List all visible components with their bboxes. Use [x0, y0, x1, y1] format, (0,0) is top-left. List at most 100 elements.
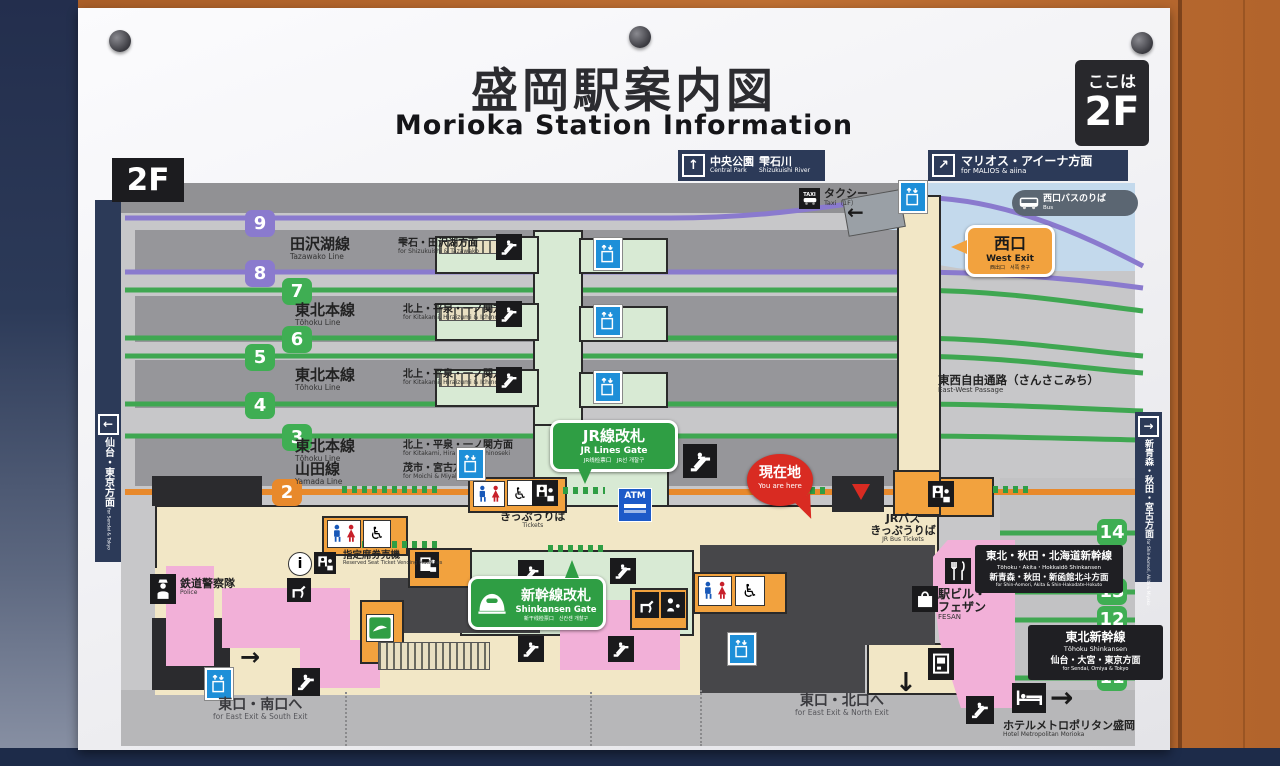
kiosk-icon	[928, 648, 954, 680]
elevator-icon	[594, 371, 622, 403]
map-floor-label: 2F	[112, 158, 184, 202]
restaurant-icon	[945, 558, 971, 584]
taxi-icon: TAXI	[799, 188, 820, 209]
shinkansen-info-box-south: 東北新幹線 Tōhoku Shinkansen 仙台・大宮・東京方面 for S…	[1028, 625, 1163, 680]
station-map: 2F ↑ 中央公園 Central Park 雫石川 Shizukuishi R…	[95, 148, 1163, 746]
platform-9-access-east	[579, 238, 668, 274]
escalator-icon	[496, 234, 522, 260]
elevator-icon	[728, 633, 756, 665]
elevator-icon	[899, 181, 927, 213]
wheelchair-icon: ♿	[735, 576, 765, 606]
escalator-icon	[610, 558, 636, 584]
shopping-icon	[912, 586, 938, 612]
bus-icon	[1019, 197, 1039, 210]
hotel-label: ホテルメトロポリタン盛岡 Hotel Metropolitan Morioka	[1003, 719, 1135, 739]
water-fountain-icon	[287, 578, 311, 602]
elevator-icon	[205, 668, 233, 700]
ticket-office-icon	[314, 552, 336, 574]
tohoku-line-destination-3: 北上・平泉・一ノ関方面 for Kitakami, Hiraizumi & Ic…	[403, 440, 513, 457]
east-north-exit-label: 東口・北口へ for East Exit & North Exit	[795, 693, 889, 718]
right-arrow-icon: →	[1138, 416, 1159, 437]
shinkansen-train-icon	[478, 593, 506, 614]
platform-access-corridor	[533, 230, 583, 430]
platform-5-access-east	[579, 372, 668, 408]
escalator-icon	[683, 444, 717, 478]
shinkansen-ticket-gates	[548, 545, 608, 552]
wheelchair-icon: ♿	[507, 480, 533, 506]
malios-aiina-sign: ↗ マリオス・アイーナ方面 for MALIOS & aiina	[928, 150, 1128, 181]
you-are-here-marker	[852, 484, 870, 500]
back-of-house-block-south	[700, 645, 865, 693]
restroom-icon	[327, 520, 361, 548]
shinkansen-info-box-north: 東北・秋田・北海道新幹線 Tōhoku・Akita・Hokkaidō Shink…	[975, 545, 1123, 593]
information-icon: i	[288, 552, 312, 576]
water-fountain-icon	[635, 592, 659, 618]
escalator-icon	[496, 367, 522, 393]
tohoku-line-name-1: 東北本線 Tōhoku Line	[295, 301, 356, 327]
shop-block-west	[152, 476, 262, 506]
jr-lines-gate-bubble: JR線改札 JR Lines Gate JR线检票口 JR선 개찰구	[550, 420, 678, 472]
wall-left-panel	[0, 0, 78, 766]
elevator-icon	[594, 238, 622, 270]
sendai-tokyo-direction-sign: ← 仙台・東京方面 for Sendai & Tokyo	[95, 410, 121, 562]
fesan-label: 駅ビル・ フェザン FESAN	[938, 587, 987, 622]
shin-aomori-direction-sign: → 新青森・秋田・宮古方面 for Shin-Aomori, Akita & M…	[1135, 412, 1162, 605]
shinkansen-ticket-gates	[342, 541, 442, 548]
hotel-arrow: →	[1050, 681, 1074, 714]
you-are-here-balloon: 現在地 You are here	[747, 454, 813, 506]
restroom-icon	[473, 481, 505, 507]
east-west-passage-label: 東西自由通路（さんさこみち） East-West Passage	[938, 373, 1099, 394]
left-arrow-icon: ←	[97, 414, 119, 435]
reserved-seat-machines-label: 指定席券売機 Reserved Seat Ticket Vending Mach…	[343, 550, 443, 567]
central-park-sign: ↑ 中央公園 Central Park 雫石川 Shizukuishi Rive…	[678, 150, 825, 181]
east-south-exit-label: 東口・南口へ for East Exit & South Exit	[213, 697, 308, 722]
west-bus-stop-sign: 西口バスのりば Bus	[1012, 190, 1138, 216]
guide-dashed-line	[345, 692, 347, 746]
platform-badge-8: 8	[245, 260, 275, 287]
yamada-line-destination: 茂市・宮古方面 for Moichi & Miyako	[403, 463, 473, 480]
escalator-icon	[608, 636, 634, 662]
north-exit-arrow: ↓	[895, 668, 917, 698]
hotel-bed-icon	[1012, 683, 1046, 713]
current-floor-label: ここは	[1087, 72, 1136, 91]
elevator-icon	[457, 448, 485, 480]
wall-ledge	[0, 748, 1280, 766]
escalator-icon	[292, 668, 320, 696]
yamada-line-name: 山田線 Yamada Line	[295, 460, 343, 486]
platform-badge-6: 6	[282, 326, 312, 353]
tazawako-line-destination: 雫石・田沢湖方面 for Shizukuishi & Tazawako	[398, 238, 479, 255]
up-arrow-icon: ↑	[682, 154, 705, 177]
taxi-left-arrow: ←	[847, 200, 864, 224]
baby-room-icon	[661, 592, 685, 618]
shinkansen-gate-bubble: 新幹線改札 Shinkansen Gate 新干线检票口 신칸센 개찰구	[468, 576, 606, 630]
poster-title-english: Morioka Station Information	[394, 110, 854, 141]
poster-screw-icon	[629, 26, 651, 48]
police-label: 鉄道警察隊 Police	[180, 577, 235, 597]
stairs	[378, 642, 490, 670]
guide-dashed-line	[700, 690, 702, 746]
escalator-icon	[518, 636, 544, 662]
west-exit-bubble: 西口 West Exit 西出口 서쪽 출구	[965, 225, 1055, 277]
wheelchair-icon: ♿	[363, 520, 391, 548]
escalator-icon	[966, 696, 994, 724]
midori-ticket-office-icon	[366, 614, 394, 642]
poster-title-japanese: 盛岡駅案内図	[471, 64, 777, 119]
ticket-counter-icon	[532, 480, 558, 506]
shizukuishi-river-label: 雫石川 Shizukuishi River	[759, 155, 811, 175]
up-right-arrow-icon: ↗	[932, 154, 955, 177]
malios-label: マリオス・アイーナ方面 for MALIOS & aiina	[961, 154, 1093, 176]
shinkansen-bubble-tail	[565, 560, 579, 578]
jr-gate-bubble-tail	[577, 466, 593, 484]
police-icon	[150, 574, 176, 604]
platform-badge-14: 14	[1097, 519, 1127, 546]
platform-badge-5: 5	[245, 344, 275, 371]
jr-ticket-gates	[563, 487, 605, 494]
poster-screw-icon	[109, 30, 131, 52]
platform-7-access-east	[579, 306, 668, 342]
jr-ticket-gates	[342, 486, 442, 493]
tohoku-line-name-2: 東北本線 Tōhoku Line	[295, 366, 356, 392]
ticket-machine-icon	[415, 552, 439, 578]
wall-seam	[1243, 0, 1245, 766]
exit-path-arrow: →	[240, 643, 261, 671]
jr-bus-counter-icon	[928, 481, 954, 507]
